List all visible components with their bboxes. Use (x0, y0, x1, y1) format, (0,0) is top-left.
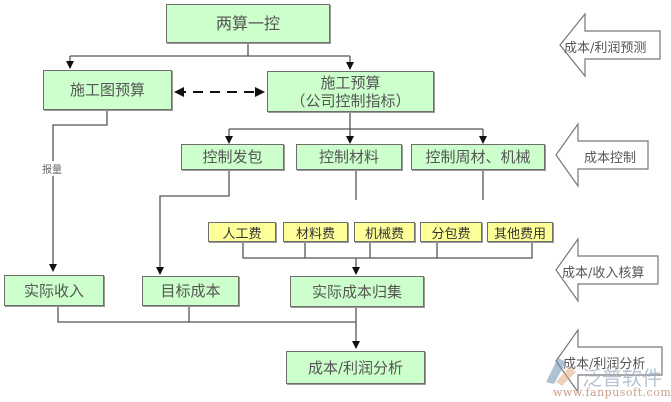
watermark-url: www.fanpusoft.com (553, 386, 671, 399)
node-label: 施工图预算 (69, 81, 145, 99)
node-label-line2: （公司控制指标） (290, 91, 411, 110)
node-label: 控制周材、机械 (425, 148, 531, 166)
cost-item-label: 其他费用 (493, 226, 546, 242)
stage-arrow-shape-3 (555, 237, 659, 303)
node-control-materials: 控制材料 (296, 144, 402, 170)
node-cost-profit-analysis: 成本/利润分析 (286, 351, 425, 384)
node-label: 两算一控 (215, 13, 280, 33)
cost-item: 机械费 (354, 222, 415, 242)
stage-label-forecast: 成本/利润预测 (564, 41, 647, 56)
cost-item-label: 人工费 (222, 226, 262, 242)
stage-label-control: 成本控制 (584, 151, 637, 166)
edge-label-report-quantity: 报量 (42, 161, 62, 176)
stage-arrow-shape-1 (559, 12, 661, 78)
node-actual-income: 实际收入 (4, 275, 104, 306)
node-label: 控制材料 (318, 148, 379, 166)
node-label: 成本/利润分析 (307, 358, 404, 377)
cost-item: 分包费 (420, 222, 482, 242)
node-label-line1: 施工预算 (320, 73, 381, 92)
edge-drawing-budget-down (49, 109, 108, 272)
watermark-brand: 泛普软件 (582, 366, 662, 390)
cost-item-label: 机械费 (364, 226, 404, 242)
watermark-logo-icon (546, 358, 576, 386)
node-label: 控制发包 (202, 148, 263, 166)
cost-item-label: 材料费 (295, 226, 335, 242)
cost-item: 其他费用 (487, 222, 553, 242)
cost-item-label: 分包费 (431, 226, 471, 242)
edge-subcontract-to-target (156, 170, 230, 275)
stage-label-accounting: 成本/收入核算 (562, 266, 645, 281)
node-label: 实际成本归集 (311, 282, 402, 301)
node-control-tools-machinery: 控制周材、机械 (411, 144, 545, 170)
edge-income-to-merge (57, 306, 356, 323)
node-control-subcontract: 控制发包 (181, 144, 284, 170)
edge-cost-items-bracket (242, 242, 533, 259)
cost-item: 材料费 (283, 222, 348, 242)
stage-label-analysis: 成本/利润分析 (563, 357, 646, 372)
node-two-budgets-one-control: 两算一控 (166, 4, 330, 43)
node-construction-budget: 施工预算 （公司控制指标） (267, 71, 434, 112)
node-construction-drawing-budget: 施工图预算 (43, 70, 172, 110)
node-label: 实际收入 (23, 281, 84, 300)
node-label: 目标成本 (160, 282, 221, 300)
stage-arrow-shape-2 (555, 122, 649, 188)
cost-item: 人工费 (208, 222, 276, 242)
node-target-cost: 目标成本 (142, 276, 239, 306)
node-actual-cost-collection: 实际成本归集 (290, 276, 424, 307)
